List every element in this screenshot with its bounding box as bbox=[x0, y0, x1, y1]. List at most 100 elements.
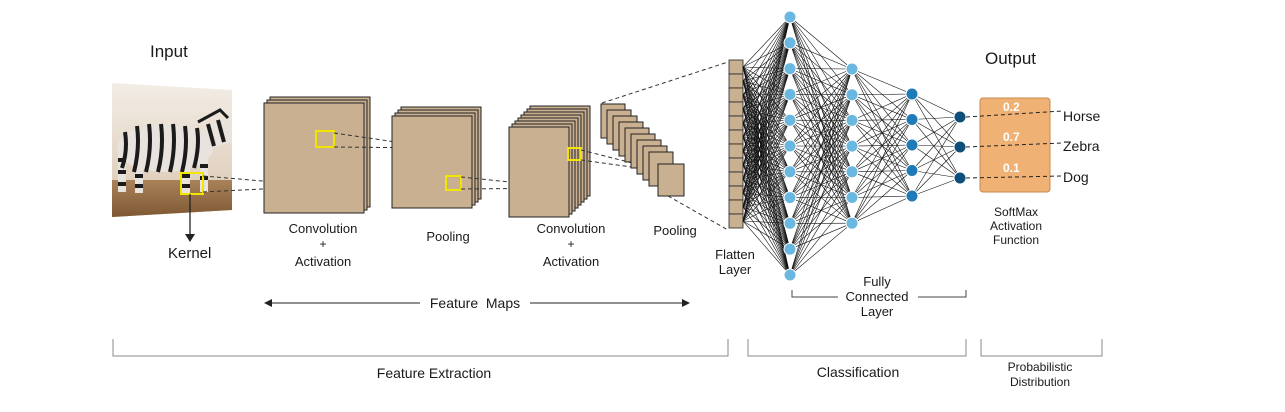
connection-line bbox=[742, 119, 791, 124]
connection-line bbox=[742, 120, 791, 194]
connection-line bbox=[742, 94, 791, 110]
connection-line bbox=[742, 68, 791, 208]
connection-line bbox=[742, 108, 791, 121]
connection-line bbox=[742, 122, 791, 198]
neuron bbox=[845, 62, 859, 76]
neuron bbox=[783, 191, 797, 205]
connection-line bbox=[742, 68, 791, 166]
connection-line bbox=[789, 197, 853, 276]
connection-line bbox=[742, 192, 791, 276]
output-probability: 0.2 bbox=[1003, 100, 1020, 114]
connection-line bbox=[742, 145, 791, 152]
neuron bbox=[905, 87, 919, 101]
connection-line bbox=[742, 42, 791, 208]
connection-line bbox=[742, 16, 791, 82]
connection-line bbox=[851, 68, 913, 95]
connection-line bbox=[789, 68, 853, 276]
output-neuron bbox=[953, 140, 967, 154]
connection-line bbox=[851, 93, 913, 172]
output-connector bbox=[965, 175, 1063, 179]
flatten-cell bbox=[728, 129, 744, 145]
conv2-label-line2: + bbox=[567, 237, 574, 251]
conv2-feature-maps bbox=[508, 105, 591, 218]
connection-line bbox=[742, 120, 791, 222]
connection-line bbox=[742, 68, 791, 180]
conv1-label-line3: Activation bbox=[295, 254, 351, 269]
connection-line bbox=[742, 16, 791, 110]
connection-line bbox=[742, 68, 791, 222]
connection-line bbox=[742, 94, 791, 222]
zebra-illustration bbox=[117, 108, 232, 193]
neuron bbox=[783, 36, 797, 50]
flatten-label-line2: Layer bbox=[719, 262, 752, 277]
conv2-label-line1: Convolution bbox=[537, 221, 606, 236]
connection-line bbox=[851, 144, 913, 224]
flatten-cell bbox=[728, 73, 744, 89]
neuron bbox=[845, 191, 859, 204]
connection-line bbox=[742, 16, 791, 68]
connection-line bbox=[742, 68, 791, 152]
input-label: Input bbox=[150, 42, 188, 61]
feature-maps-label: Feature Maps bbox=[430, 295, 520, 311]
connection-line bbox=[911, 116, 961, 146]
connection-line bbox=[742, 94, 791, 180]
neuron bbox=[905, 164, 919, 177]
connection-line bbox=[742, 108, 791, 198]
flatten-cell bbox=[728, 185, 744, 201]
feature-extraction-label: Feature Extraction bbox=[377, 365, 491, 381]
connection-line bbox=[789, 171, 853, 276]
connection-line bbox=[742, 80, 791, 250]
connection-line bbox=[911, 116, 961, 171]
connection-line bbox=[742, 119, 791, 152]
output-connector bbox=[965, 142, 1063, 148]
connection-line bbox=[789, 68, 853, 224]
connection-line bbox=[851, 170, 913, 224]
connection-line bbox=[742, 150, 791, 198]
fully-connected-label-line3: Layer bbox=[861, 304, 894, 319]
connection-line bbox=[742, 42, 791, 152]
neuron bbox=[845, 165, 859, 179]
neuron bbox=[845, 139, 859, 153]
conv1-kernel-box bbox=[315, 130, 335, 148]
connection-line bbox=[742, 16, 791, 166]
flatten-cell bbox=[728, 87, 744, 103]
output-class-label: Horse bbox=[1063, 108, 1101, 124]
connection-line bbox=[742, 94, 791, 138]
input-image bbox=[112, 83, 232, 217]
neuron bbox=[783, 62, 797, 76]
neuron bbox=[783, 216, 797, 230]
connection-line bbox=[851, 93, 913, 147]
connection-line bbox=[742, 171, 791, 222]
connection-line bbox=[742, 206, 791, 276]
output-probability: 0.7 bbox=[1003, 130, 1020, 144]
neuron bbox=[905, 138, 919, 152]
connection-line bbox=[911, 116, 961, 120]
connection-line bbox=[742, 94, 791, 276]
conv2-label-line3: Activation bbox=[543, 254, 599, 269]
connection-line bbox=[742, 192, 791, 250]
output-connector bbox=[965, 110, 1063, 118]
connection-line bbox=[911, 146, 961, 171]
connection-line bbox=[789, 42, 853, 70]
connection-line bbox=[789, 68, 853, 198]
kernel-label: Kernel bbox=[168, 245, 211, 262]
connection-line bbox=[742, 80, 791, 172]
connection-line bbox=[742, 108, 791, 147]
connection-line bbox=[742, 108, 791, 172]
connection-line bbox=[742, 42, 791, 124]
connection-line bbox=[851, 119, 913, 224]
flatten-cell bbox=[728, 171, 744, 187]
connection-line bbox=[742, 145, 791, 222]
connection-line bbox=[742, 164, 791, 173]
conv1-label-line1: Convolution bbox=[289, 221, 358, 236]
connection-line bbox=[742, 122, 791, 173]
conv1-feature-maps bbox=[263, 96, 371, 214]
connection-line bbox=[851, 195, 913, 224]
output-probability: 0.1 bbox=[1003, 161, 1020, 175]
softmax-label-line2: Activation bbox=[990, 219, 1042, 233]
connection-line bbox=[742, 16, 791, 96]
probabilistic-label-line1: Probabilistic bbox=[1008, 360, 1073, 374]
feature-maps-arrow bbox=[264, 299, 690, 307]
connection-line bbox=[911, 93, 961, 118]
neuron bbox=[905, 189, 919, 203]
